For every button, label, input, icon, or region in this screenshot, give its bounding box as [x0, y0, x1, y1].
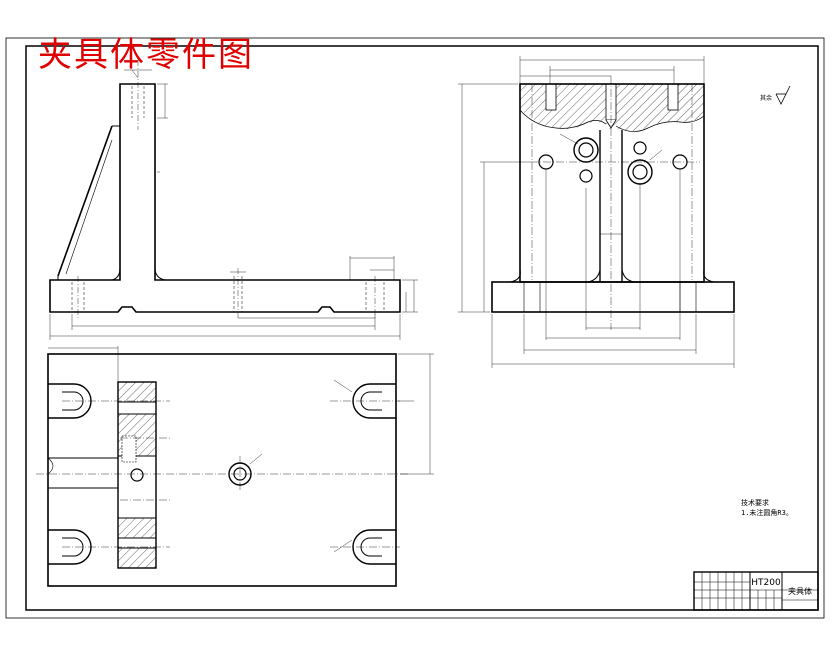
material-label: HT200: [751, 578, 781, 588]
outer-border: [5, 37, 825, 619]
title-block: [693, 571, 819, 611]
part-name-label: 夹具体: [788, 586, 812, 596]
inner-border: [25, 45, 819, 611]
side-view: [458, 56, 735, 368]
drawing-title: 夹具体零件图: [38, 35, 254, 75]
notes-item: 1.未注圆角R3。: [741, 509, 793, 517]
roughness-symbol: [775, 85, 791, 105]
top-view: [36, 346, 434, 587]
front-view: [49, 60, 418, 340]
roughness-label: 其余: [760, 94, 772, 102]
technical-notes: 技术要求 1.未注圆角R3。: [741, 498, 793, 518]
notes-heading: 技术要求: [741, 499, 769, 507]
